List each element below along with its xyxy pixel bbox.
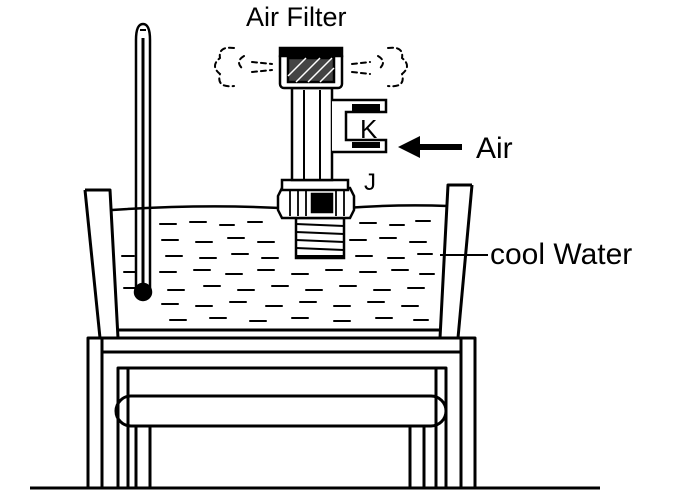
water-dashes — [121, 220, 435, 322]
label-j: J — [364, 169, 376, 196]
label-cool-water: cool Water — [490, 238, 632, 271]
water-surface — [111, 204, 449, 212]
base-roller — [114, 394, 448, 428]
left-puff-icon — [214, 46, 273, 88]
side-port-housing — [332, 98, 388, 154]
label-k: K — [360, 114, 378, 144]
arrow-head-icon — [398, 136, 420, 158]
right-puff-icon — [351, 46, 408, 88]
thermometer — [133, 22, 153, 302]
stand-outer-frame — [86, 336, 104, 488]
label-air-filter: Air Filter — [246, 2, 347, 32]
water-tank — [83, 183, 474, 339]
thermostat-valve — [276, 46, 388, 260]
valve-tube — [290, 86, 334, 182]
air-arrow — [398, 136, 462, 158]
air-puffs — [214, 46, 408, 88]
label-air: Air — [476, 132, 513, 165]
stand — [30, 336, 600, 490]
